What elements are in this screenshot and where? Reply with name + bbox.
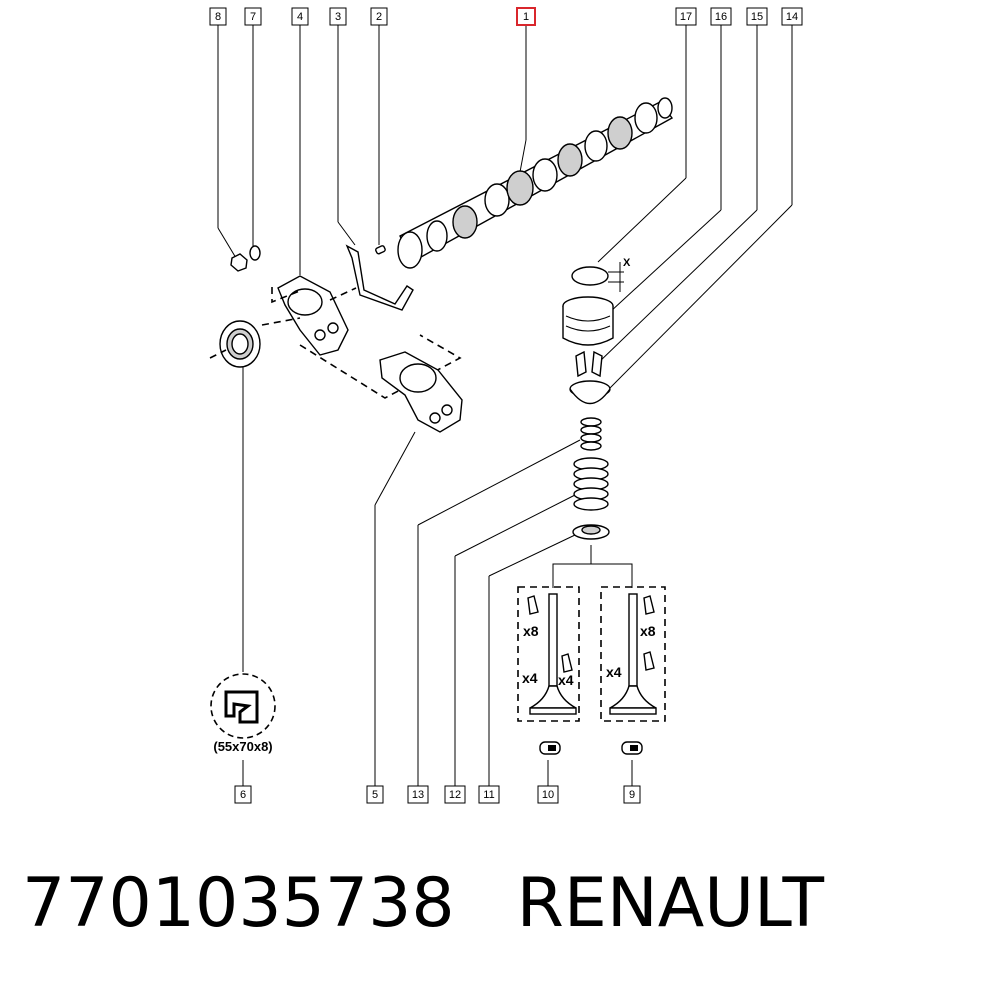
callout-5: 5 [366, 785, 384, 804]
gasket-strip [345, 244, 414, 311]
washer [249, 245, 261, 261]
callout-7: 7 [244, 7, 262, 26]
spring-retainer [569, 380, 611, 405]
exhaust-collet-icon [643, 595, 655, 615]
svg-text:7: 7 [250, 11, 256, 23]
callout-3: 3 [329, 7, 347, 26]
exhaust-stem-seal [621, 741, 643, 755]
tappet-bucket [562, 296, 614, 346]
parts-diagram: (55x70x8) X [209, 7, 803, 804]
inner-valve-spring [580, 417, 602, 451]
spring-seat [572, 524, 610, 540]
dowel-pin [375, 245, 386, 255]
camshaft [397, 97, 674, 269]
svg-text:6: 6 [240, 789, 246, 801]
svg-text:9: 9 [629, 789, 635, 801]
bearing-cap-5 [379, 351, 463, 433]
exhaust-collet-pair-icon [643, 651, 655, 671]
intake-collet-icon [527, 595, 539, 615]
outer-valve-spring [573, 457, 609, 511]
bearing-cap-4 [277, 275, 349, 356]
intake-valve [529, 593, 577, 715]
intake-valve-group-box [517, 586, 580, 722]
nut [230, 253, 248, 272]
exhaust-valve-qty: x4 [606, 664, 622, 680]
clearance-label: X [623, 257, 631, 269]
oil-seal [219, 320, 261, 368]
part-caption: 7701035738 RENAULT [22, 858, 824, 948]
callout-10: 10 [537, 785, 559, 804]
seal-cross-section-detail [210, 673, 276, 739]
part-number: 7701035738 [22, 863, 455, 943]
svg-text:15: 15 [751, 11, 763, 23]
callout-6: 6 [234, 785, 252, 804]
callout-17: 17 [675, 7, 697, 26]
svg-text:12: 12 [449, 789, 461, 801]
callout-1: 1 [516, 7, 536, 26]
exhaust-valve-group-box [600, 586, 666, 722]
callout-11: 11 [478, 785, 500, 804]
intake-collet-pair-icon [561, 653, 573, 673]
intake-retainer-qty: x4 [558, 672, 574, 688]
callout-4: 4 [291, 7, 309, 26]
svg-text:3: 3 [335, 11, 341, 23]
intake-stem-seal [539, 741, 561, 755]
brand-name: RENAULT [516, 863, 825, 943]
callout-13: 13 [407, 785, 429, 804]
callout-12: 12 [444, 785, 466, 804]
svg-text:5: 5 [372, 789, 378, 801]
seal-size-label: (55x70x8) [213, 739, 272, 754]
callout-9: 9 [623, 785, 641, 804]
callout-8: 8 [209, 7, 227, 26]
callout-15: 15 [746, 7, 768, 26]
svg-text:17: 17 [680, 11, 692, 23]
svg-text:14: 14 [786, 11, 798, 23]
callout-2: 2 [370, 7, 388, 26]
svg-text:11: 11 [483, 789, 494, 801]
exhaust-collet-qty: x8 [640, 623, 656, 639]
svg-text:16: 16 [715, 11, 727, 23]
svg-text:8: 8 [215, 11, 221, 23]
svg-text:4: 4 [297, 11, 303, 23]
intake-valve-qty: x4 [522, 670, 538, 686]
valve-collets [575, 350, 603, 378]
svg-text:10: 10 [542, 789, 554, 801]
svg-text:2: 2 [376, 11, 382, 23]
callout-14: 14 [781, 7, 803, 26]
shim-disc [571, 262, 624, 292]
svg-text:1: 1 [523, 11, 529, 23]
leader-lines [217, 25, 793, 786]
intake-collet-qty: x8 [523, 623, 539, 639]
svg-text:13: 13 [412, 789, 424, 801]
exhaust-valve [609, 593, 657, 715]
callout-16: 16 [710, 7, 732, 26]
